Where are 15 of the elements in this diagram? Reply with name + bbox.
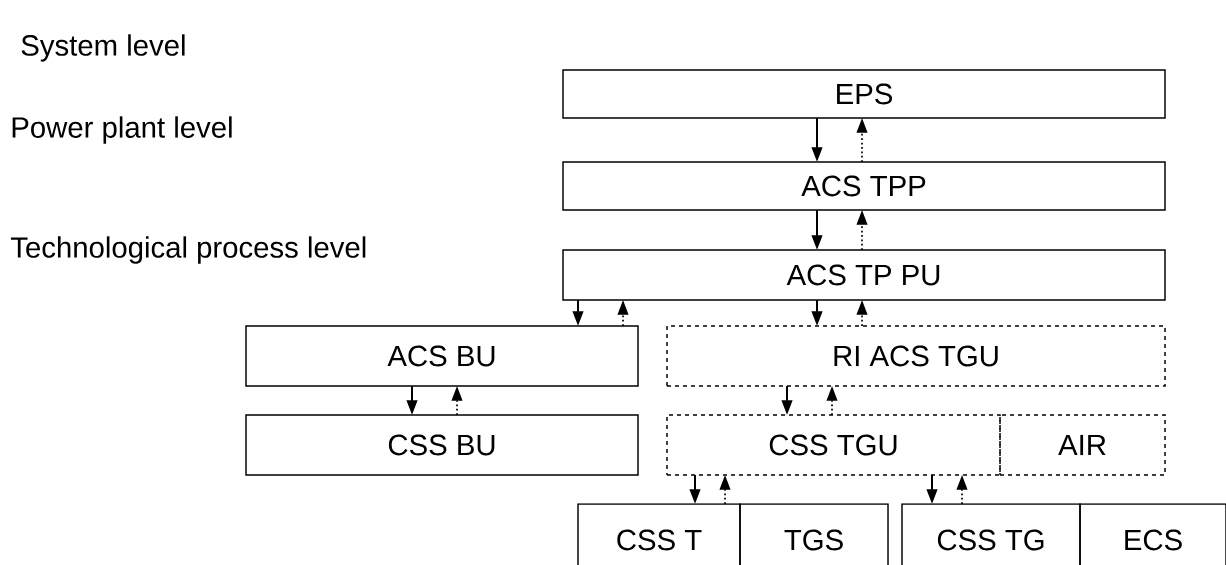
level-label: System level: [21, 34, 185, 62]
level-label: Power plant level: [12, 116, 232, 144]
unit-box: CSS TGU: [666, 414, 1001, 476]
unit-box: TGS: [739, 503, 889, 565]
unit-box: ACS TPP: [562, 161, 1166, 211]
unit-box: ACS BU: [245, 325, 639, 387]
unit-box: RI ACS TGU: [666, 325, 1166, 387]
unit-box: CSS T: [577, 503, 741, 565]
unit-box: CSS TG: [901, 503, 1081, 565]
unit-box: AIR: [999, 414, 1166, 476]
unit-box: EPS: [562, 69, 1166, 119]
unit-box: CSS BU: [245, 414, 639, 476]
unit-box: ACS TP PU: [562, 249, 1166, 301]
unit-box: ECS: [1079, 503, 1226, 565]
level-label: Technological process level: [10, 236, 366, 264]
